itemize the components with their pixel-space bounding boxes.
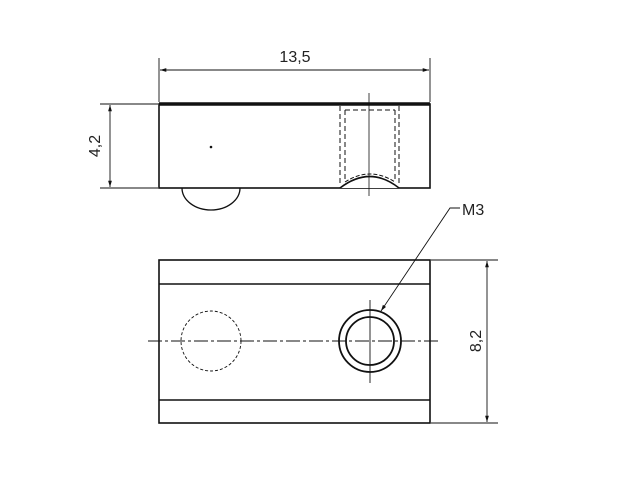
width-dimension-label: 13,5 bbox=[279, 49, 310, 66]
width-dimension bbox=[158, 58, 431, 102]
pin-profile bbox=[181, 187, 241, 211]
height-dimension-label: 4,2 bbox=[87, 135, 104, 157]
top-view bbox=[148, 259, 440, 424]
thread-leader bbox=[380, 207, 460, 312]
thread-callout-label: M3 bbox=[462, 202, 484, 219]
height-dimension bbox=[100, 103, 158, 189]
side-view bbox=[158, 93, 431, 211]
depth-dimension bbox=[431, 259, 498, 424]
top-view-body bbox=[158, 259, 431, 424]
hole-cutout-arc bbox=[339, 175, 400, 189]
depth-dimension-label: 8,2 bbox=[468, 330, 485, 352]
center-dot bbox=[209, 145, 213, 149]
hole-cutout-hidden-arc bbox=[344, 173, 396, 183]
side-view-body bbox=[158, 103, 431, 189]
